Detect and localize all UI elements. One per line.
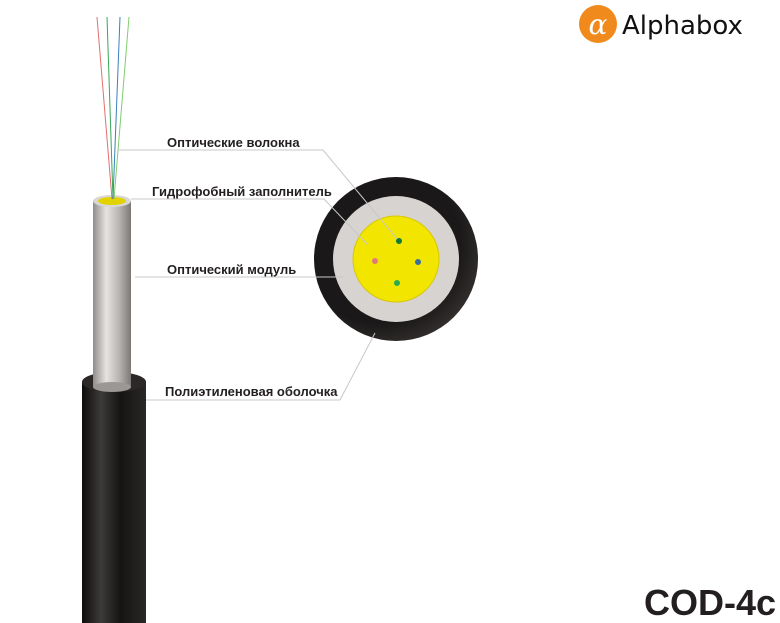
leader-filler [131, 198, 369, 246]
alphabox-logo: α Alphabox [579, 5, 743, 43]
label-filler: Гидрофобный заполнитель [152, 184, 332, 199]
brand-name: Alphabox [622, 11, 743, 41]
optical-module-tube [93, 195, 131, 392]
label-fibers: Оптические волокна [167, 135, 300, 150]
label-module: Оптический модуль [167, 262, 296, 277]
gel-filler-end [98, 197, 126, 205]
leader-fibers [118, 149, 398, 240]
leader-sheath [146, 332, 376, 401]
alpha-icon [579, 5, 617, 43]
model-name: COD-4c [644, 582, 776, 623]
fiber-green [106, 16, 114, 200]
fiber-dot-blue [415, 259, 421, 265]
cross-section [314, 177, 478, 341]
fiber-dot-red [372, 258, 378, 264]
fiber-dot-light-green [394, 280, 400, 286]
label-sheath: Полиэтиленовая оболочка [165, 384, 338, 399]
optical-fibers [96, 16, 130, 200]
fiber-light-green [113, 16, 130, 200]
polyethylene-sheath [82, 372, 146, 623]
fiber-blue [112, 16, 121, 200]
fiber-dot-green [396, 238, 402, 244]
fiber-red [96, 16, 113, 200]
gel-core [352, 215, 440, 303]
svg-text:α: α [589, 8, 608, 41]
